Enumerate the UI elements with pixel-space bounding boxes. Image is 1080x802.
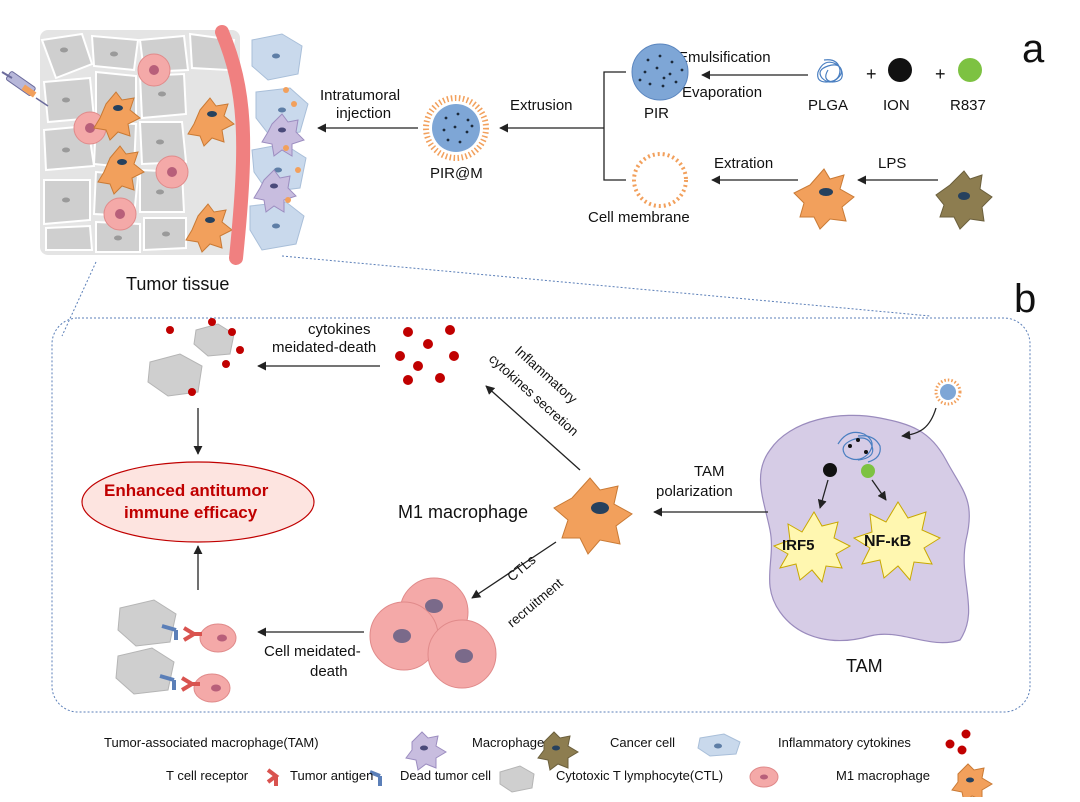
internalized-plga-icon bbox=[837, 431, 881, 463]
cell-membrane-icon bbox=[632, 152, 688, 208]
nfkb-label: NF-κB bbox=[864, 533, 911, 550]
legend-cancer-cell: Cancer cell bbox=[610, 733, 741, 757]
enhanced-efficacy-ellipse bbox=[81, 461, 315, 543]
panel-a-label: a bbox=[1022, 27, 1045, 71]
legend: Inflammatory cytokines Cancer cell Macro… bbox=[104, 729, 993, 802]
r837-to-nfkb-arrow bbox=[871, 479, 887, 501]
svg-text:Macrophage: Macrophage bbox=[472, 735, 544, 750]
legend-inflammatory-cytokines: Inflammatory cytokines bbox=[778, 729, 971, 755]
syringe-icon bbox=[1, 71, 49, 107]
ctl-killing-illustration bbox=[115, 599, 237, 703]
emulsification-label: Emulsification bbox=[678, 49, 771, 66]
svg-text:T cell receptor: T cell receptor bbox=[166, 768, 249, 783]
m1-macrophage-label: M1 macrophage bbox=[398, 502, 528, 522]
zoom-line-right bbox=[281, 255, 931, 317]
r837-label: R837 bbox=[950, 97, 986, 114]
legend-m1-macrophage: M1 macrophage bbox=[836, 763, 993, 802]
panel-b-frame bbox=[51, 317, 1031, 713]
irf5-burst bbox=[772, 511, 852, 584]
irf5-label: IRF5 bbox=[782, 537, 815, 554]
tam-ion-icon bbox=[823, 463, 837, 477]
svg-text:Dead tumor cell: Dead tumor cell bbox=[400, 768, 491, 783]
ion-icon bbox=[888, 58, 912, 82]
cytokines-cluster bbox=[395, 325, 459, 385]
cytokines-death-label-2: meidated-death bbox=[272, 339, 376, 356]
intratumoral-label: Intratumoral bbox=[320, 87, 400, 104]
svg-text:Tumor antigen: Tumor antigen bbox=[290, 768, 373, 783]
m1-macrophage-cell bbox=[553, 477, 633, 555]
lps-label: LPS bbox=[878, 155, 906, 172]
tam-label: TAM bbox=[846, 656, 883, 676]
pir-label: PIR bbox=[644, 105, 669, 122]
r837-icon bbox=[958, 58, 982, 82]
tam-polarization-label-1: TAM bbox=[694, 463, 725, 480]
ion-label: ION bbox=[883, 97, 910, 114]
legend-tumor-antigen: Tumor antigen bbox=[290, 768, 382, 786]
merge-bracket bbox=[603, 71, 626, 181]
enhanced-label-1: Enhanced antitumor bbox=[104, 481, 269, 500]
ctl-cluster bbox=[369, 577, 497, 689]
tam-cell-shape bbox=[759, 414, 970, 644]
pir-m-label: PIR@M bbox=[430, 165, 483, 182]
pir-nanoparticle-icon bbox=[631, 43, 689, 101]
legend-dead-tumor-cell: Dead tumor cell bbox=[400, 765, 535, 793]
cell-death-label-2: death bbox=[310, 663, 348, 680]
incoming-nanoparticle-icon bbox=[934, 378, 962, 406]
plga-icon bbox=[817, 59, 843, 83]
cell-membrane-label: Cell membrane bbox=[588, 209, 690, 226]
extration-label: Extration bbox=[714, 155, 773, 172]
pir-m-nanoparticle-icon bbox=[423, 95, 489, 161]
panel-b-label: b bbox=[1014, 277, 1036, 321]
svg-text:Tumor-associated macrophage(TA: Tumor-associated macrophage(TAM) bbox=[104, 735, 319, 750]
svg-text:Cytotoxic T lymphocyte(CTL): Cytotoxic T lymphocyte(CTL) bbox=[556, 768, 723, 783]
legend-ctl: Cytotoxic T lymphocyte(CTL) bbox=[556, 766, 779, 788]
tumor-tissue-illustration bbox=[40, 25, 309, 265]
enhanced-label-2: immune efficacy bbox=[124, 503, 258, 522]
legend-tam: Tumor-associated macrophage(TAM) bbox=[104, 731, 447, 771]
extrusion-label: Extrusion bbox=[510, 97, 573, 114]
uptake-arrow bbox=[901, 407, 937, 440]
plus-sign-1: + bbox=[935, 64, 946, 84]
dead-tumor-cells-top bbox=[147, 318, 244, 397]
tam-r837-icon bbox=[861, 464, 875, 478]
ion-to-irf5-arrow bbox=[817, 479, 829, 509]
plga-label: PLGA bbox=[808, 97, 848, 114]
plus-sign-2: + bbox=[866, 64, 877, 84]
secretion-arrow bbox=[485, 385, 581, 471]
injection-label: injection bbox=[336, 105, 391, 122]
svg-text:M1 macrophage: M1 macrophage bbox=[836, 768, 930, 783]
tam-polarization-label-2: polarization bbox=[656, 483, 733, 500]
legend-macrophage: Macrophage bbox=[472, 731, 579, 771]
tumor-tissue-label: Tumor tissue bbox=[126, 274, 229, 294]
zoom-line-left bbox=[61, 261, 97, 337]
svg-text:Inflammatory cytokines: Inflammatory cytokines bbox=[778, 735, 911, 750]
evaporation-label: Evaporation bbox=[682, 84, 762, 101]
svg-text:Cancer cell: Cancer cell bbox=[610, 735, 675, 750]
nfkb-burst bbox=[852, 501, 942, 582]
legend-t-cell-receptor: T cell receptor bbox=[166, 768, 280, 786]
activated-macrophage-icon bbox=[793, 168, 855, 230]
recruitment-arrow bbox=[471, 541, 557, 599]
cell-death-label-1: Cell meidated- bbox=[264, 643, 361, 660]
cytokines-death-label-1: cytokines bbox=[308, 321, 371, 338]
